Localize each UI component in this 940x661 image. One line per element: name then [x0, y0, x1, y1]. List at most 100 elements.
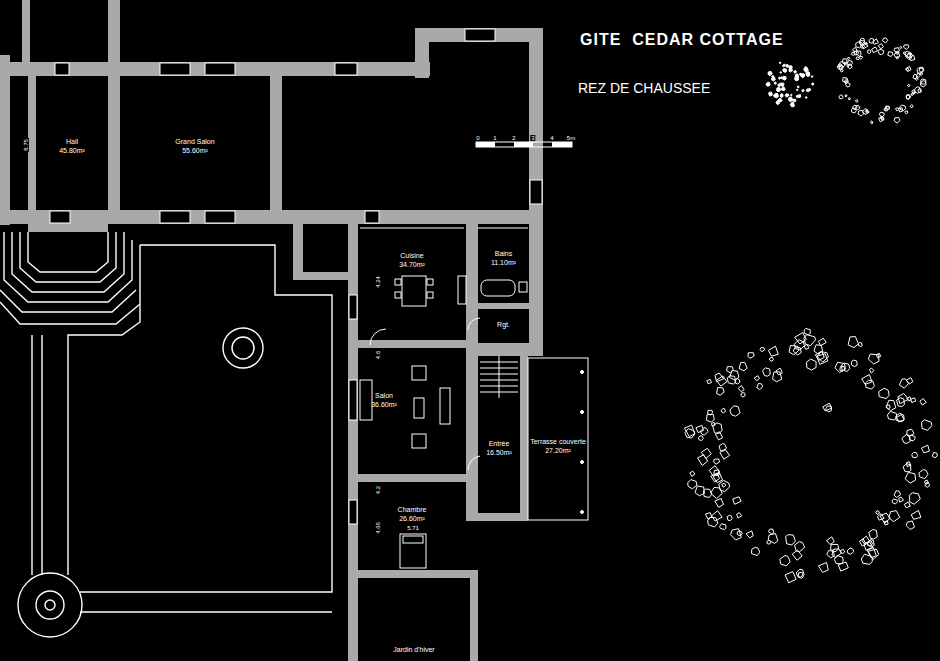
tree-leaf: [912, 452, 918, 457]
tree-leaf: [701, 448, 711, 458]
tree-leaf: [886, 400, 896, 410]
tree-leaf: [839, 65, 843, 69]
tree-leaf: [722, 483, 726, 487]
tree-leaf: [787, 94, 789, 96]
tree-leaf: [848, 337, 858, 348]
tree-leaf: [774, 82, 776, 84]
tree-leaf: [715, 432, 722, 440]
tree-leaf: [818, 338, 826, 345]
tree-leaf: [883, 38, 888, 43]
tree-leaf: [841, 69, 843, 72]
tree-leaf: [903, 464, 911, 472]
tree-leaf: [795, 74, 799, 78]
tree-leaf: [782, 87, 786, 91]
tree-leaf: [905, 472, 915, 483]
tree-leaf: [711, 422, 715, 426]
tree-leaf: [906, 95, 910, 99]
tree-leaf: [915, 78, 918, 81]
tree-leaf: [855, 100, 858, 102]
tree-leaf: [798, 572, 803, 578]
room-area: 55.60m²: [120, 147, 270, 156]
tree-leaf: [785, 94, 789, 98]
tree-leaf: [861, 554, 872, 564]
furniture: [360, 228, 588, 568]
tree-leaf: [873, 39, 879, 44]
tree-leaf: [769, 92, 773, 96]
tree-leaf: [730, 529, 741, 540]
tree-leaf: [856, 57, 859, 60]
tree-leaf: [847, 548, 853, 554]
tree-leaf: [797, 89, 798, 90]
tree-leaf: [834, 555, 843, 563]
tree-leaf: [698, 455, 708, 466]
tree-leaf: [869, 529, 878, 539]
scale-number: 5m: [566, 135, 576, 141]
room-name: Bains: [478, 250, 529, 259]
tree-leaf: [904, 502, 910, 508]
tree-leaf: [752, 547, 760, 555]
room-area: 36.60m²: [358, 401, 410, 410]
tree-leaf: [768, 534, 778, 544]
dimension: 5.71: [406, 525, 420, 531]
tree-leaf: [707, 379, 711, 383]
room: Bains11.10m²: [478, 224, 529, 303]
tree-leaf: [860, 38, 865, 43]
tree-leaf: [769, 529, 774, 534]
tree-leaf: [888, 52, 893, 57]
tree-leaf: [798, 95, 801, 98]
room: Terrasse couverte27.20m²: [528, 358, 588, 520]
tree-leaf: [730, 406, 740, 416]
tree-leaf: [754, 376, 759, 381]
tree-leaf: [690, 471, 695, 476]
tree-leaf: [785, 572, 796, 583]
room-label: Salon36.60m²: [358, 392, 410, 410]
tree-leaf: [896, 413, 904, 421]
tree-leaf: [892, 499, 897, 504]
tree-leaf: [795, 542, 805, 552]
tree-leaf: [844, 79, 848, 83]
tree-leaf: [788, 97, 792, 102]
tree-leaf: [695, 486, 704, 496]
tree-leaf: [720, 524, 726, 530]
room-area: 45.80m²: [36, 147, 108, 156]
tree-leaf: [783, 69, 786, 72]
tree-leaf: [863, 109, 869, 115]
tree-leaf: [738, 385, 744, 391]
tree-leaf: [848, 58, 850, 60]
room-label: Rgt.: [478, 321, 529, 330]
tree-leaf: [899, 379, 908, 388]
tree-leaf: [925, 483, 930, 488]
tree-leaf: [918, 89, 922, 93]
dimension: 4.24: [375, 275, 381, 289]
tree-leaf: [905, 111, 908, 114]
room-label: Grand Salon55.60m²: [120, 138, 270, 156]
tree-leaf: [871, 121, 873, 124]
tree-leaf: [852, 360, 858, 366]
room-area: 11.10m²: [478, 259, 529, 268]
tree-leaf: [852, 52, 855, 55]
room-name: Salon: [358, 392, 410, 401]
tree-leaf: [767, 540, 771, 544]
tree-leaf: [876, 510, 880, 514]
tree-leaf: [727, 367, 734, 373]
tree-leaf: [840, 549, 844, 554]
tree-leaf: [869, 368, 874, 373]
scale-number: 2: [511, 135, 516, 141]
tree-leaf: [900, 46, 902, 48]
tree-leaf: [894, 117, 900, 123]
tree-leaf: [811, 83, 813, 85]
tree-leaf: [823, 403, 832, 411]
scale-number: 3: [530, 135, 535, 141]
tree-leaf: [778, 98, 782, 102]
tree-leaf: [845, 95, 847, 97]
tree-leaf: [768, 71, 772, 75]
tree-leaf: [721, 408, 725, 412]
tree-leaf: [717, 388, 724, 396]
tree-leaf: [881, 117, 884, 120]
room-area: 34.70m²: [358, 261, 466, 270]
walls: [0, 0, 543, 661]
tree-leaf: [859, 56, 862, 59]
tree-leaf: [804, 328, 810, 334]
tree-leaf: [906, 521, 914, 530]
tree-leaf: [746, 531, 753, 538]
